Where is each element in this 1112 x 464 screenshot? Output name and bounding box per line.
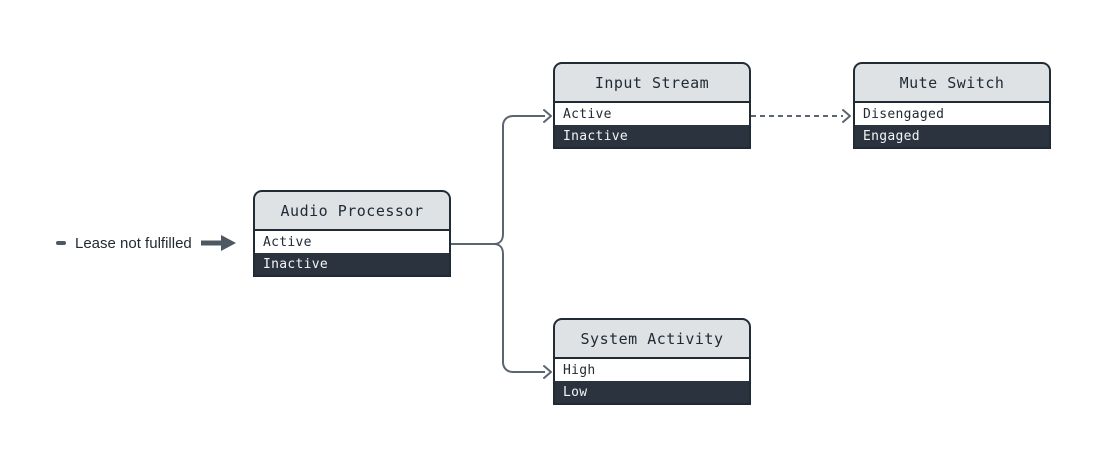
dash-icon — [56, 241, 66, 245]
state-row-engaged: Engaged — [855, 125, 1049, 147]
node-title: Audio Processor — [255, 192, 449, 231]
state-row-active: Active — [555, 103, 749, 125]
state-row-inactive: Inactive — [555, 125, 749, 147]
annotation-label: Lease not fulfilled — [75, 234, 192, 252]
thick-right-arrow-icon — [200, 235, 236, 251]
node-mute-switch: Mute Switch Disengaged Engaged — [853, 62, 1051, 149]
state-row-active: Active — [255, 231, 449, 253]
edge-audio-to-input-arrowhead — [543, 109, 552, 123]
annotation-lease: Lease not fulfilled — [56, 230, 237, 256]
node-system-activity: System Activity High Low — [553, 318, 751, 405]
node-input-stream: Input Stream Active Inactive — [553, 62, 751, 149]
state-row-low: Low — [555, 381, 749, 403]
node-audio-processor: Audio Processor Active Inactive — [253, 190, 451, 277]
state-row-high: High — [555, 359, 749, 381]
node-title: System Activity — [555, 320, 749, 359]
state-row-inactive: Inactive — [255, 253, 449, 275]
edge-audio-to-system-arrowhead — [543, 365, 552, 379]
edge-audio-to-system — [451, 243, 545, 373]
node-title: Input Stream — [555, 64, 749, 103]
state-row-disengaged: Disengaged — [855, 103, 1049, 125]
edge-input-to-mute-arrowhead — [842, 109, 851, 123]
node-title: Mute Switch — [855, 64, 1049, 103]
edge-audio-to-input — [451, 115, 545, 245]
